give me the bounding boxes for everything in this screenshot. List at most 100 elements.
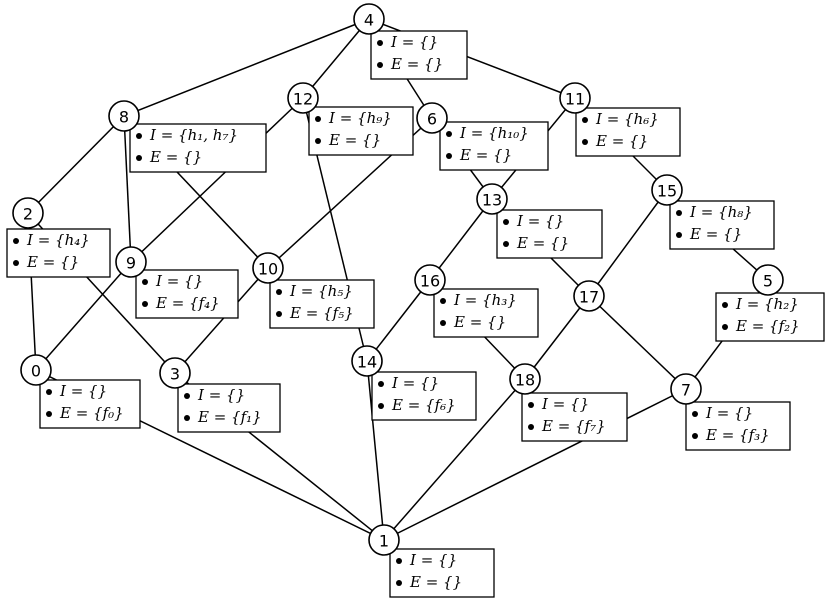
node-1-label: 1 bbox=[379, 532, 389, 551]
node-7-i-set: I = {} bbox=[705, 404, 753, 422]
bullet-icon bbox=[528, 402, 534, 408]
node-6-circle bbox=[416, 102, 448, 134]
node-2-box: I = {h₄}E = {} bbox=[6, 228, 111, 278]
node-0-e-set: E = {f₀} bbox=[59, 404, 124, 422]
node-14-e-set: E = {f₆} bbox=[391, 396, 456, 414]
node-9-box-frame bbox=[135, 269, 239, 319]
node-3-box: I = {} E = {f₁} bbox=[177, 383, 281, 433]
node-9: 9 bbox=[115, 246, 147, 278]
bullet-icon bbox=[396, 558, 402, 564]
bullet-icon bbox=[528, 424, 534, 430]
bullet-icon bbox=[692, 433, 698, 439]
bullet-icon bbox=[503, 241, 509, 247]
node-2-circle bbox=[12, 197, 44, 229]
bullet-icon bbox=[446, 131, 452, 137]
node-4-box-frame bbox=[370, 30, 468, 80]
node-9-box: I = {}E = {f₄} bbox=[135, 269, 239, 319]
node-12-label: 12 bbox=[293, 90, 313, 109]
node-13-label: 13 bbox=[482, 191, 502, 210]
node-1-box-frame bbox=[389, 548, 495, 598]
node-1-circle bbox=[368, 524, 400, 556]
node-3-i-set: I = {} bbox=[197, 386, 245, 404]
bullet-icon bbox=[676, 210, 682, 216]
node-9-label: 9 bbox=[126, 254, 136, 273]
node-17-circle bbox=[573, 280, 605, 312]
bullet-icon bbox=[136, 133, 142, 139]
node-10-box: I = {h₅}E = {f₅} bbox=[269, 279, 375, 329]
edge-10-3 bbox=[174, 267, 269, 374]
bullet-icon bbox=[377, 62, 383, 68]
node-16-e-set: E = {} bbox=[453, 313, 506, 331]
node-4-e-set: E = {} bbox=[390, 55, 443, 73]
node-10-i-set: I = {h₅} bbox=[289, 282, 353, 300]
node-18-e-set: E = {f₇} bbox=[541, 417, 606, 435]
node-7: 7 bbox=[670, 373, 702, 405]
node-15-i-set: I = {h₈} bbox=[689, 203, 753, 221]
node-16-i-set: I = {h₃} bbox=[453, 291, 517, 309]
node-6-e-set: E = {} bbox=[459, 146, 512, 164]
node-6-box-frame bbox=[439, 121, 549, 171]
node-18: 18 bbox=[509, 363, 541, 395]
node-8-box: I = {h₁, h₇}E = {} bbox=[129, 123, 267, 173]
node-4-box: I = {}E = {} bbox=[370, 30, 468, 80]
node-0-box: I = {}E = {f₀} bbox=[39, 379, 141, 429]
bullet-icon bbox=[692, 411, 698, 417]
node-14-box-frame bbox=[371, 371, 477, 421]
node-2: 2 bbox=[12, 197, 44, 229]
node-18-box-frame bbox=[521, 392, 628, 442]
node-16: 16 bbox=[414, 264, 446, 296]
bullet-icon bbox=[142, 279, 148, 285]
node-13-box-frame bbox=[496, 209, 603, 259]
bullet-icon bbox=[142, 301, 148, 307]
node-3-box-frame bbox=[177, 383, 281, 433]
node-11: 11 bbox=[559, 82, 591, 114]
node-9-circle bbox=[115, 246, 147, 278]
node-7-e-set: E = {f₃} bbox=[705, 426, 770, 444]
node-16-circle bbox=[414, 264, 446, 296]
node-15-box: I = {h₈}E = {} bbox=[669, 200, 775, 250]
edge-15-17 bbox=[588, 189, 668, 297]
node-11-i-set: I = {h₆} bbox=[595, 110, 659, 128]
node-3-e-set: E = {f₁} bbox=[197, 408, 262, 426]
node-5-circle bbox=[752, 264, 784, 296]
edge-13-16 bbox=[429, 198, 493, 281]
node-0-circle bbox=[20, 354, 52, 386]
node-12-circle bbox=[287, 82, 319, 114]
node-18-circle bbox=[509, 363, 541, 395]
node-16-box-frame bbox=[433, 288, 539, 338]
node-8-circle bbox=[108, 100, 140, 132]
bullet-icon bbox=[676, 232, 682, 238]
node-16-box: I = {h₃} E = {} bbox=[433, 288, 539, 338]
node-5-label: 5 bbox=[763, 272, 773, 291]
node-8: 8 bbox=[108, 100, 140, 132]
node-11-circle bbox=[559, 82, 591, 114]
boxes-layer: I = {}E = {f₀}I = {}E = {}I = {h₄}E = {}… bbox=[6, 30, 825, 598]
edge-8-9 bbox=[123, 115, 132, 263]
bullet-icon bbox=[396, 580, 402, 586]
edge-12-9 bbox=[130, 97, 304, 263]
node-1-box: I = {}E = {} bbox=[389, 548, 495, 598]
bullet-icon bbox=[46, 389, 52, 395]
node-7-box: I = {} E = {f₃} bbox=[685, 401, 791, 451]
edge-16-14 bbox=[366, 279, 431, 362]
node-14: 14 bbox=[351, 345, 383, 377]
bullet-icon bbox=[184, 415, 190, 421]
node-5-box: I = {h₂}E = {f₂} bbox=[715, 292, 825, 342]
node-18-label: 18 bbox=[515, 371, 535, 390]
node-6-i-set: I = {h₁₀} bbox=[459, 124, 529, 142]
node-11-e-set: E = {} bbox=[595, 132, 648, 150]
node-7-circle bbox=[670, 373, 702, 405]
bullet-icon bbox=[184, 393, 190, 399]
edge-7-1 bbox=[383, 388, 687, 541]
node-11-label: 11 bbox=[565, 90, 585, 109]
bullet-icon bbox=[440, 298, 446, 304]
bullet-icon bbox=[446, 153, 452, 159]
node-13: 13 bbox=[476, 183, 508, 215]
bullet-icon bbox=[136, 155, 142, 161]
node-14-i-set: I = {} bbox=[391, 374, 439, 392]
node-15-box-frame bbox=[669, 200, 775, 250]
edge-17-7 bbox=[588, 295, 687, 390]
bullet-icon bbox=[13, 238, 19, 244]
node-0-box-frame bbox=[39, 379, 141, 429]
